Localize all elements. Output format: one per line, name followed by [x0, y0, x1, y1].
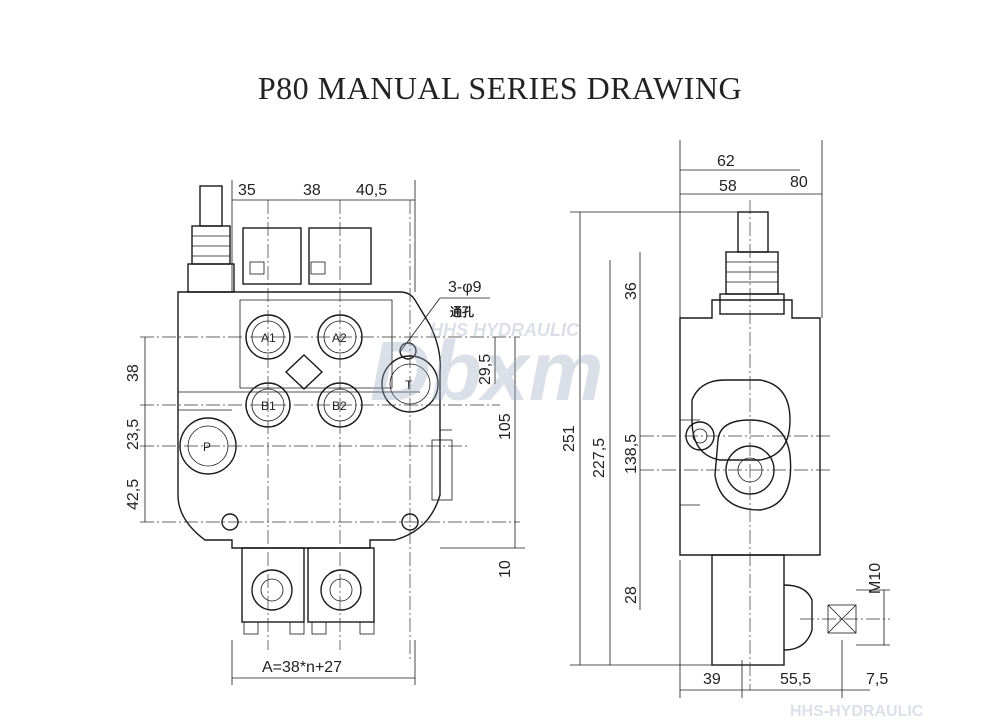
dim-36: 36 — [623, 282, 640, 300]
port-label-a1: A1 — [261, 331, 276, 345]
watermark: Dbxm HHS HYDRAULIC HHS-HYDRAULIC — [370, 320, 924, 720]
front-view: A1 A2 B1 B2 P T 35 38 40,5 38 2 — [125, 180, 525, 685]
dim-28: 28 — [623, 586, 640, 604]
port-label-b1: B1 — [261, 399, 276, 413]
dim-39: 39 — [703, 671, 721, 688]
dim-80: 80 — [790, 174, 808, 191]
port-label-t: T — [405, 378, 413, 392]
dim-m10: M10 — [867, 563, 884, 594]
dim-105: 105 — [497, 413, 514, 440]
page-title: P80 MANUAL SERIES DRAWING — [257, 70, 743, 106]
watermark-company: HHS HYDRAULIC — [430, 320, 580, 340]
dim-58: 58 — [719, 178, 737, 195]
dim-7-5: 7,5 — [866, 671, 888, 688]
dim-35: 35 — [238, 182, 256, 199]
dim-138-5: 138,5 — [623, 434, 640, 474]
dim-40-5: 40,5 — [356, 182, 387, 199]
side-view: 62 58 80 251 227,5 36 138,5 28 39 55,5 7… — [561, 140, 890, 698]
dim-10: 10 — [497, 560, 514, 578]
port-label-p: P — [203, 440, 211, 454]
dim-38-top: 38 — [303, 182, 321, 199]
hole-note-cn: 通孔 — [450, 304, 474, 319]
dim-42-5: 42,5 — [125, 479, 142, 510]
watermark-brand: Dbxm — [370, 324, 603, 418]
dim-38-left: 38 — [125, 364, 142, 382]
watermark-corner: HHS-HYDRAULIC — [790, 703, 924, 720]
hole-note: 3-φ9 — [448, 279, 482, 296]
dim-227-5: 227,5 — [591, 438, 608, 478]
dim-55-5: 55,5 — [780, 671, 811, 688]
dim-62: 62 — [717, 153, 735, 170]
port-label-b2: B2 — [332, 399, 347, 413]
bottom-formula: A=38*n+27 — [262, 659, 342, 676]
dim-251: 251 — [561, 425, 578, 452]
dim-23-5: 23,5 — [125, 419, 142, 450]
dim-29-5: 29,5 — [477, 354, 494, 385]
port-label-a2: A2 — [332, 331, 347, 345]
